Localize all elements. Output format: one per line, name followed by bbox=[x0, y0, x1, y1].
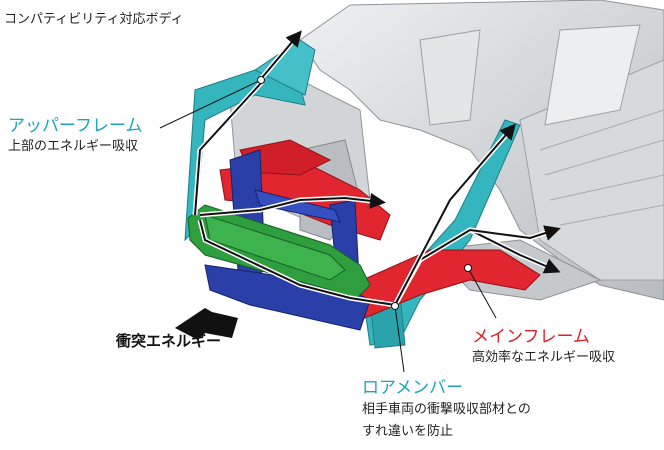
main-frame-description: 高効率なエネルギー吸収 bbox=[472, 346, 615, 365]
diagram-title: コンパティビリティ対応ボディ bbox=[4, 8, 184, 27]
upper-frame-label: アッパーフレーム bbox=[8, 111, 142, 136]
impact-energy-label: 衝突エネルギー bbox=[116, 330, 221, 351]
lower-member-label: ロアメンバー bbox=[362, 373, 463, 398]
upper-frame-description: 上部のエネルギー吸収 bbox=[8, 135, 138, 154]
main-frame-label: メインフレーム bbox=[472, 322, 590, 347]
lower-member-description-line2: すれ違いを防止 bbox=[362, 420, 453, 439]
lower-member-description-line1: 相手車両の衝撃吸収部材との bbox=[362, 398, 531, 417]
